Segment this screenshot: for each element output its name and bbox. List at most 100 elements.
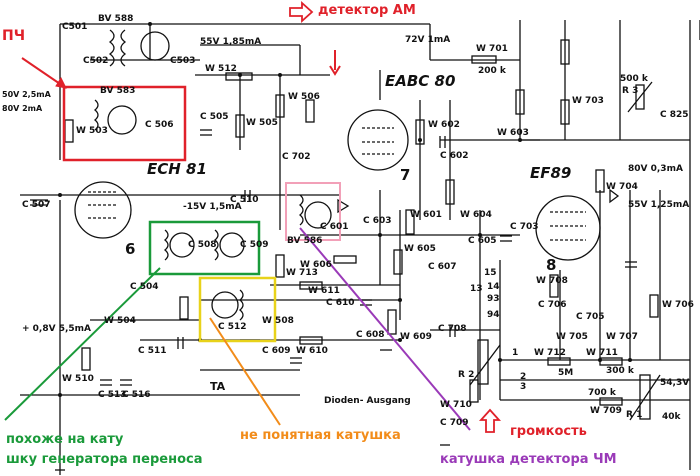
component-label: W 609: [400, 332, 432, 342]
component-label: C 504: [130, 282, 159, 292]
component-label: BV 586: [287, 236, 323, 246]
component-label: 700 k: [588, 388, 616, 398]
component-label: W 709: [590, 406, 622, 416]
volume-outline-arrow: [478, 408, 502, 433]
pch-label: ПЧ: [2, 28, 26, 44]
component-label: R 3: [622, 86, 639, 96]
component-label: 200 k: [478, 66, 506, 76]
component-label: W 706: [662, 300, 694, 310]
component-label: C 610: [326, 298, 355, 308]
component-label: 72V 1mA: [405, 35, 451, 45]
component-label: C 513: [98, 390, 127, 400]
pin-label: 14: [487, 282, 500, 292]
component-label: R 2: [458, 370, 475, 380]
component-label: W 510: [62, 374, 94, 384]
component-label: W 605: [404, 244, 436, 254]
component-label: W 503: [76, 126, 108, 136]
component-label: C 516: [122, 390, 151, 400]
component-label: W 602: [428, 120, 460, 130]
component-label: R 1: [626, 410, 643, 420]
component-label: 50V 2,5mA: [2, 90, 51, 99]
component-label: C 607: [428, 262, 457, 272]
component-label: + 0,8V 5,5mA: [22, 324, 92, 334]
volume-label: громкость: [510, 424, 587, 439]
component-label: BV 583: [100, 86, 136, 96]
pin-label: 13: [470, 284, 483, 294]
unclear-coil-highlight-box: [198, 276, 277, 343]
component-label: Dioden- Ausgang: [324, 396, 411, 406]
pin-label: 94: [487, 310, 500, 320]
component-label: W 708: [536, 276, 568, 286]
gen-note-arrow: [4, 267, 161, 421]
component-label: 55V 1,25mA: [628, 200, 690, 210]
component-label: C502: [83, 56, 109, 66]
component-label: C 512: [218, 322, 247, 332]
component-label: 5M: [558, 368, 574, 378]
am-detector-outline-arrow: [289, 0, 314, 24]
component-label: W 703: [572, 96, 604, 106]
component-label: W 611: [308, 286, 340, 296]
component-label: W 610: [296, 346, 328, 356]
pin-label: 7: [400, 166, 411, 184]
component-label: W 705: [556, 332, 588, 342]
component-label: W 707: [606, 332, 638, 342]
pin-label: 1: [512, 348, 519, 358]
component-label: W 710: [440, 400, 472, 410]
component-label: C 825: [660, 110, 689, 120]
tube-eabc80: EABC 80: [385, 72, 456, 90]
component-label: BV 588: [98, 14, 134, 24]
component-label: W 701: [476, 44, 508, 54]
gen-note-line1: похоже на кату: [6, 432, 124, 447]
component-label: C 703: [510, 222, 539, 232]
unclear-coil-arrow: [209, 317, 281, 426]
component-label: 55V 1,85mA: [200, 37, 262, 47]
pin-label: 6: [125, 240, 136, 258]
component-label: W 512: [205, 64, 237, 74]
component-label: C 603: [363, 216, 392, 226]
component-label: C 602: [440, 151, 469, 161]
component-label: TA: [210, 380, 226, 393]
component-label: W 508: [262, 316, 294, 326]
component-label: C 507: [22, 200, 51, 210]
component-label: C 609: [262, 346, 291, 356]
unclear-coil-label: не понятная катушка: [240, 428, 401, 443]
component-label: W 604: [460, 210, 492, 220]
component-label: W 506: [288, 92, 320, 102]
component-label: C 511: [138, 346, 167, 356]
gen-note-line2: шку генератора переноса: [6, 452, 203, 467]
fm-coil-highlight-box: [285, 182, 341, 241]
component-label: W 713: [286, 268, 318, 278]
component-label: C 709: [440, 418, 469, 428]
component-label: 500 k: [620, 74, 648, 84]
component-label: W 606: [300, 260, 332, 270]
component-label: C 708: [438, 324, 467, 334]
pin-label: 3: [520, 382, 527, 392]
component-label: 40k: [662, 412, 681, 422]
pch-highlight-box: [62, 85, 187, 162]
component-label: 300 k: [606, 366, 634, 376]
component-label: W 504: [104, 316, 136, 326]
component-label: W 712: [534, 348, 566, 358]
component-label: C 510: [230, 195, 259, 205]
pin-label: 93: [487, 294, 500, 304]
component-label: C 508: [188, 240, 217, 250]
component-label: C 605: [468, 236, 497, 246]
component-label: C 608: [356, 330, 385, 340]
component-label: C503: [170, 56, 196, 66]
fm-detector-coil-label: катушка детектора ЧМ: [440, 452, 617, 467]
component-label: W 704: [606, 182, 638, 192]
component-label: C 706: [538, 300, 567, 310]
tube-ech81: ECH 81: [147, 160, 207, 178]
component-label: W 505: [246, 118, 278, 128]
gen-coil-highlight-box: [148, 220, 261, 276]
component-label: W 711: [586, 348, 618, 358]
am-detector-label: детектор АМ: [318, 3, 416, 18]
component-label: W 603: [497, 128, 529, 138]
component-label: 54,3V: [660, 378, 690, 388]
component-label: C 702: [282, 152, 311, 162]
tube-ef89: EF89: [530, 164, 572, 182]
component-label: 80V 0,3mA: [628, 164, 683, 174]
pin-label: 8: [546, 256, 557, 274]
component-label: W 601: [410, 210, 442, 220]
component-label: C 506: [145, 120, 174, 130]
